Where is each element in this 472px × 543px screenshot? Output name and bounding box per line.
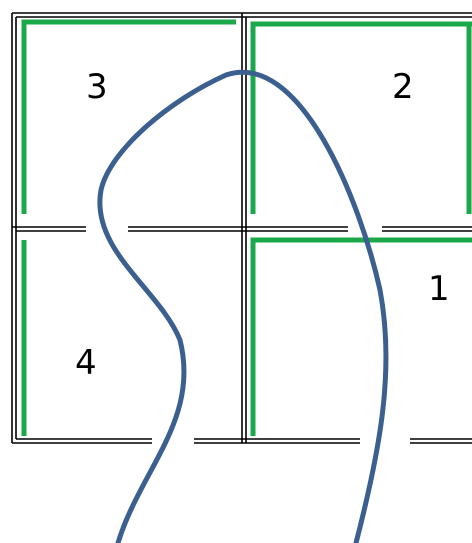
wall-bottom-center [194, 438, 360, 444]
green-marker-cell-2 [250, 21, 472, 214]
cell-label-3: 3 [86, 67, 108, 107]
green-marker-cell-1 [250, 237, 472, 436]
green-markers [21, 19, 472, 436]
wall-middle-right [382, 226, 472, 232]
wall-bottom-right [410, 438, 472, 444]
wall-left [11, 13, 17, 443]
green-marker-cell-3 [21, 19, 236, 214]
walls [11, 12, 472, 444]
wall-middle-left [12, 226, 86, 232]
wall-bottom-left [12, 438, 152, 444]
cell-label-1: 1 [428, 269, 450, 309]
path-curve [97, 69, 389, 543]
wall-center-vertical [241, 13, 247, 443]
cell-label-2: 2 [392, 67, 414, 107]
wall-middle-center [128, 226, 348, 232]
cell-label-4: 4 [75, 343, 97, 383]
